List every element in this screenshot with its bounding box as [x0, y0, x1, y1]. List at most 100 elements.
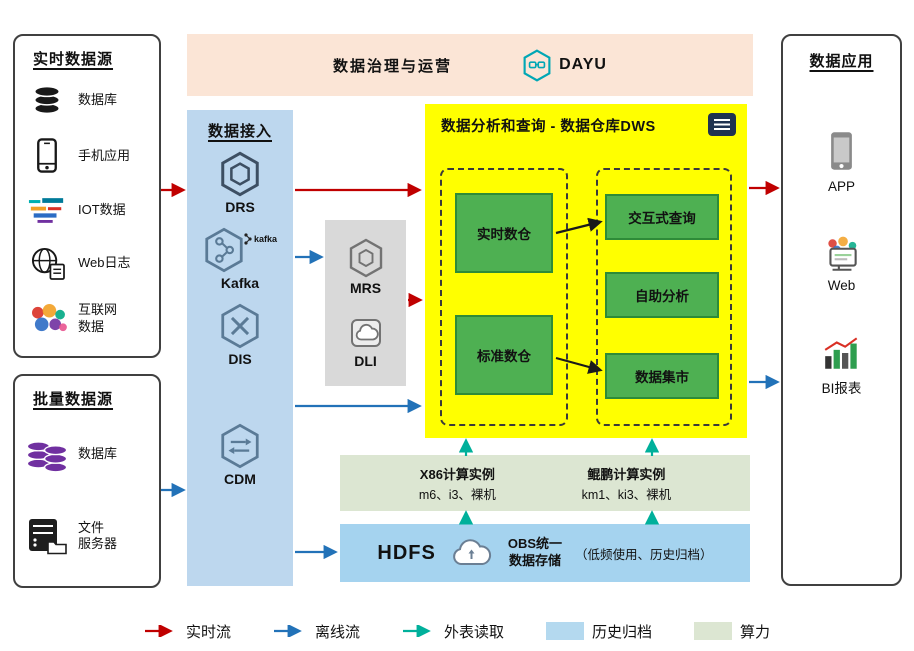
ingestion-title: 数据接入	[207, 123, 272, 140]
source-label: 互联网 数据	[78, 302, 118, 334]
drs-icon	[221, 151, 259, 197]
app-phone-icon	[831, 132, 852, 170]
hdfs-label: HDFS	[377, 541, 436, 564]
dws-block-self-service-analysis: 自助分析	[605, 272, 719, 318]
list-item: 互联网 数据	[23, 302, 151, 335]
app-item-app: APP	[828, 129, 855, 194]
compute-panel: X86计算实例 m6、i3、裸机 鲲鹏计算实例 km1、ki3、裸机	[340, 455, 750, 511]
legend-label: 历史归档	[592, 623, 653, 641]
legend-label: 离线流	[314, 623, 360, 641]
dayu-icon	[523, 48, 551, 82]
internet-data-icon	[25, 303, 69, 334]
realtime-sources-title: 实时数据源	[33, 51, 114, 68]
app-label: APP	[827, 179, 855, 194]
database-stack-icon	[25, 434, 69, 474]
legend-label: 算力	[740, 623, 771, 641]
list-item: 文件 服务器	[23, 517, 151, 555]
ingestion-panel: 数据接入 DRS	[187, 110, 293, 586]
legend-item-external-read: 外表读取	[402, 621, 504, 642]
batch-sources-title: 批量数据源	[33, 391, 114, 408]
kafka-badge: kafka	[243, 233, 277, 245]
kafka-hexagon-icon	[205, 227, 243, 273]
realtime-sources-panel: 实时数据源 数据库	[13, 34, 161, 358]
source-label: 手机应用	[78, 147, 131, 163]
ingestion-item-drs: DRS	[219, 151, 261, 215]
database-icon	[25, 84, 69, 116]
obs-cloud-icon	[453, 539, 491, 565]
processing-label: MRS	[349, 279, 382, 296]
dis-icon	[221, 303, 259, 349]
governance-banner: 数据治理与运营 DAYU	[187, 34, 753, 96]
list-item: Web日志	[23, 247, 151, 280]
ingestion-label: DRS	[225, 199, 255, 215]
ingestion-label: Kafka	[220, 275, 260, 291]
source-label: 文件 服务器	[78, 519, 118, 551]
list-item: 手机应用	[23, 138, 151, 174]
dws-block-realtime-warehouse: 实时数仓	[455, 193, 553, 273]
storage-panel: HDFS OBS统一 数据存储 （低频使用、历史归档）	[340, 524, 750, 582]
processing-label: DLI	[354, 352, 377, 369]
processing-panel: MRS DLI	[325, 220, 406, 386]
legend-item-realtime-flow: 实时流	[144, 621, 231, 642]
obs-title: OBS统一 数据存储	[508, 536, 562, 570]
dws-title: 数据分析和查询 - 数据仓库DWS	[441, 119, 656, 135]
dws-block-interactive-query: 交互式查询	[605, 194, 719, 240]
obs-title-line1: OBS统一	[507, 536, 563, 552]
source-label: 数据库	[78, 446, 118, 462]
legend-label: 实时流	[185, 623, 231, 641]
source-label: IOT数据	[78, 202, 126, 218]
applications-panel: 数据应用 APP Web	[781, 34, 902, 586]
list-item: 数据库	[23, 434, 151, 474]
dws-block-standard-warehouse: 标准数仓	[455, 315, 553, 395]
source-label: Web日志	[78, 255, 131, 271]
list-item: 数据库	[23, 84, 151, 116]
compute-block-kunpeng: 鲲鹏计算实例 km1、ki3、裸机	[582, 464, 672, 503]
app-label: BI报表	[821, 381, 862, 396]
phone-icon	[25, 138, 69, 174]
dws-panel: 数据分析和查询 - 数据仓库DWS 实时数仓 标准数仓 交互式查询 自助分析 数…	[425, 104, 747, 438]
teal-arrow-icon	[402, 625, 431, 637]
legend-item-compute-power: 算力	[694, 621, 770, 642]
source-label: 数据库	[78, 92, 118, 108]
dayu-label: DAYU	[559, 56, 607, 73]
obs-title-line2: 数据存储	[508, 553, 561, 568]
legend: 实时流 离线流 外表读取 历史归档 算力	[0, 615, 914, 647]
ingestion-item-kafka: kafka Kafka	[203, 227, 277, 291]
cdm-icon	[221, 423, 259, 469]
iot-icon	[25, 196, 69, 225]
governance-title: 数据治理与运营	[333, 57, 453, 75]
obs-note: （低频使用、历史归档）	[575, 547, 713, 562]
dws-block-data-mart: 数据集市	[605, 353, 719, 399]
dli-icon	[350, 318, 381, 347]
ingestion-label: DIS	[228, 351, 252, 367]
processing-item-mrs: MRS	[348, 238, 384, 296]
batch-sources-list: 数据库 文件 服务器	[23, 413, 151, 576]
list-item: IOT数据	[23, 196, 151, 225]
compute-title: X86计算实例	[419, 466, 495, 482]
mrs-icon	[349, 238, 382, 277]
ingestion-item-dis: DIS	[219, 303, 261, 367]
batch-sources-panel: 批量数据源 数据库	[13, 374, 161, 588]
compute-subtitle: m6、i3、裸机	[418, 487, 496, 502]
app-label: Web	[827, 278, 856, 293]
dws-list-icon	[708, 113, 736, 136]
kafka-badge-text: kafka	[253, 234, 278, 244]
legend-item-offline-flow: 离线流	[273, 621, 360, 642]
compute-subtitle: km1、ki3、裸机	[581, 487, 672, 502]
web-log-icon	[25, 247, 69, 280]
compute-title: 鲲鹏计算实例	[587, 466, 666, 482]
history-archive-swatch	[546, 622, 584, 640]
red-arrow-icon	[144, 625, 173, 637]
ingestion-item-cdm: CDM	[219, 423, 261, 487]
dayu-logo-group: DAYU	[522, 48, 607, 82]
bi-report-icon	[824, 337, 857, 369]
dws-right-group-frame	[596, 168, 732, 426]
kafka-logo-icon	[244, 233, 252, 245]
processing-item-dli: DLI	[348, 315, 384, 369]
legend-item-history-archive: 历史归档	[546, 621, 652, 642]
compute-power-swatch	[694, 622, 733, 640]
blue-arrow-icon	[273, 625, 302, 637]
applications-title: 数据应用	[809, 53, 874, 70]
compute-block-x86: X86计算实例 m6、i3、裸机	[419, 464, 496, 503]
